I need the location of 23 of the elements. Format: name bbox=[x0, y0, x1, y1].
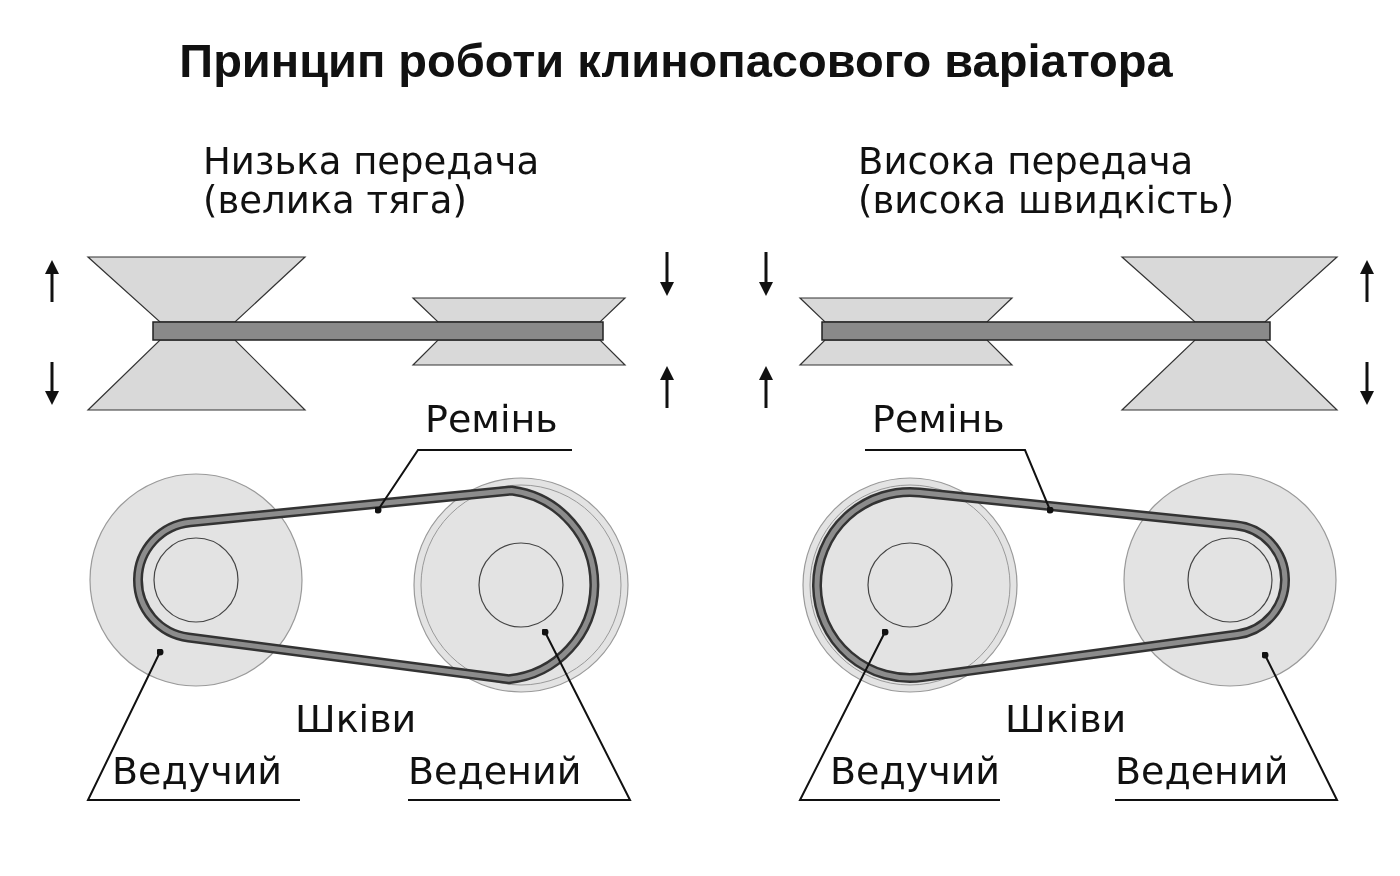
pulley bbox=[413, 477, 629, 693]
leader-line bbox=[374, 449, 573, 514]
gear-mode-heading: Низька передача (велика тяга) bbox=[203, 143, 541, 221]
leader-line bbox=[86, 648, 301, 801]
pulley bbox=[802, 477, 1018, 693]
gear-mode-heading: Висока передача (висока швидкість) bbox=[858, 143, 1236, 221]
leader-label: Ведучий bbox=[112, 752, 283, 792]
pulley bbox=[89, 473, 303, 687]
title: Принцип роботи клинопасового варіатора bbox=[178, 36, 1174, 86]
pulley bbox=[1123, 473, 1337, 687]
leader-label: Ремінь bbox=[425, 400, 558, 440]
belt bbox=[812, 487, 1290, 683]
belt bbox=[133, 485, 600, 685]
leader-line bbox=[407, 628, 632, 801]
leader-line bbox=[1114, 651, 1339, 801]
leader-line bbox=[864, 449, 1054, 514]
pulleys-label: Шківи bbox=[1005, 700, 1127, 740]
leader-label: Ведений bbox=[408, 752, 582, 792]
leader-label: Ремінь bbox=[872, 400, 1005, 440]
leader-line bbox=[798, 628, 1001, 801]
leader-label: Ведений bbox=[1115, 752, 1289, 792]
leader-label: Ведучий bbox=[830, 752, 1001, 792]
pulleys-label: Шківи bbox=[295, 700, 417, 740]
